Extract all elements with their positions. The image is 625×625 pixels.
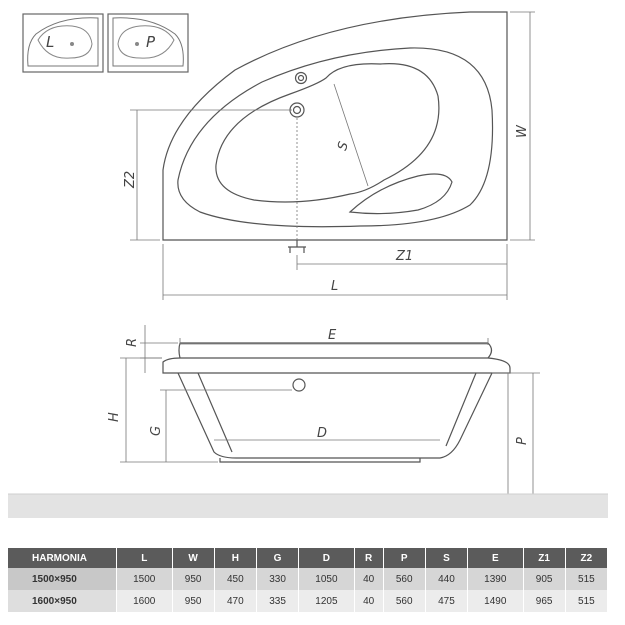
table-cell: 1490	[467, 590, 524, 612]
plan-inner-rim	[177, 47, 494, 228]
table-header-cell: H	[214, 548, 257, 568]
table-header-cell: P	[383, 548, 426, 568]
table-cell-model: 1600×950	[8, 590, 117, 612]
table-cell: 335	[256, 590, 300, 612]
table-header-cell: D	[298, 548, 355, 568]
table-header-cell: Z2	[565, 548, 609, 568]
table-cell-model: 1500×950	[8, 568, 117, 590]
plan-seat	[348, 173, 453, 215]
elevation-rim	[162, 357, 511, 374]
overflow-icon	[294, 71, 308, 85]
dim-label-e: E	[328, 328, 337, 343]
table-cell: 965	[523, 590, 566, 612]
drain-outlet-icon	[288, 240, 306, 253]
table-row: 1500×950 1500 950 450 330 1050 40 560 44…	[8, 568, 609, 590]
right-variant-label: P	[146, 33, 156, 51]
table-cell: 1390	[467, 568, 524, 590]
dim-label-d: D	[317, 426, 327, 441]
right-variant-icon: P	[107, 13, 189, 73]
table-cell: 440	[425, 568, 469, 590]
table-cell: 515	[565, 590, 609, 612]
table-header-cell: G	[256, 548, 300, 568]
table-header-cell: R	[354, 548, 384, 568]
left-variant-icon: L	[22, 13, 104, 73]
dim-label-z1: Z1	[395, 249, 413, 264]
table-row: 1600×950 1600 950 470 335 1205 40 560 47…	[8, 590, 609, 612]
table-cell: 950	[172, 590, 215, 612]
left-variant-label: L	[46, 33, 54, 51]
plan-view	[162, 11, 508, 241]
table-cell: 560	[383, 568, 426, 590]
table-header-cell: E	[467, 548, 524, 568]
table-cell: 1500	[116, 568, 173, 590]
table-cell: 40	[354, 590, 384, 612]
elevation-view	[162, 342, 511, 463]
table-cell: 950	[172, 568, 215, 590]
plan-basin	[215, 63, 440, 203]
elevation-body	[177, 372, 493, 459]
table-cell: 470	[214, 590, 257, 612]
table-header-cell: HARMONIA	[8, 548, 117, 568]
table-cell: 475	[425, 590, 469, 612]
table-cell: 450	[214, 568, 257, 590]
drain-icon	[289, 102, 305, 118]
dim-label-z2: Z2	[123, 171, 138, 189]
dim-label-w: W	[515, 124, 530, 138]
table-header-cell: Z1	[523, 548, 566, 568]
table-cell: 1600	[116, 590, 173, 612]
dim-label-l: L	[331, 279, 338, 294]
table-cell: 560	[383, 590, 426, 612]
floor	[8, 494, 608, 518]
dim-label-s: S	[335, 140, 352, 152]
table-cell: 330	[256, 568, 300, 590]
table-cell: 1050	[298, 568, 355, 590]
elevation-dimension-lines	[120, 325, 540, 495]
table-cell: 515	[565, 568, 609, 590]
elevation-overflow-icon	[292, 378, 306, 392]
table-cell: 1205	[298, 590, 355, 612]
dim-label-g: G	[149, 426, 164, 436]
table-cell: 40	[354, 568, 384, 590]
plan-dimension-lines	[130, 11, 535, 300]
table-header-row: HARMONIA L W H G D R P S E Z1 Z2	[8, 548, 609, 568]
dim-label-p: P	[515, 437, 530, 445]
table-header-cell: L	[116, 548, 173, 568]
dimensions-table: HARMONIA L W H G D R P S E Z1 Z2 1500×95…	[8, 548, 609, 612]
table-header-cell: S	[425, 548, 469, 568]
table-cell: 905	[523, 568, 566, 590]
plan-outer-rim	[162, 11, 508, 241]
table-header-cell: W	[172, 548, 215, 568]
dim-label-h: H	[107, 412, 122, 422]
dim-label-r: R	[125, 338, 140, 347]
